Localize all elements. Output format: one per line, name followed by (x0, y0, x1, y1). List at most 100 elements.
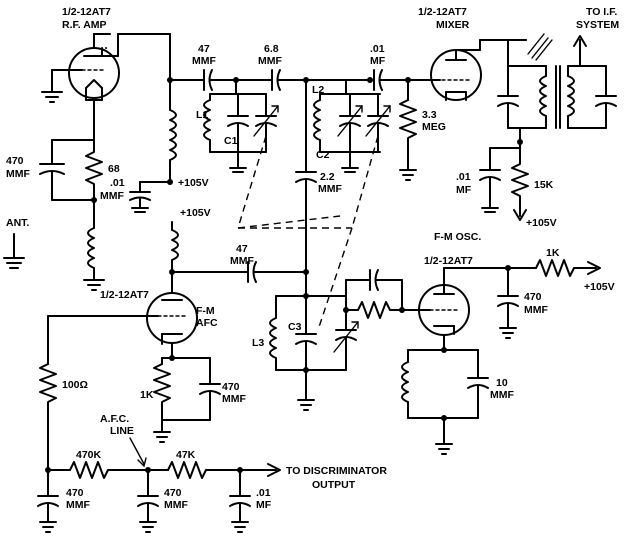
c470-a-unit: MMF (66, 499, 90, 511)
r100-label: 100Ω (62, 379, 88, 391)
rf-grid-ground (41, 69, 75, 103)
ant-label: ANT. (6, 217, 29, 229)
mixer-plate-resistor-15k (511, 155, 529, 221)
rf-amp-label: R.F. AMP (62, 19, 107, 31)
osc-tube (418, 284, 470, 351)
coupling-cap-47 (189, 69, 237, 91)
coupling-cap-01 (369, 69, 409, 91)
l1-label: L1 (196, 109, 208, 121)
to-discriminator-arrow (239, 463, 281, 477)
osc-title-label: F-M OSC. (434, 231, 481, 243)
osc-tank-ground (297, 369, 315, 411)
mixer-tube-label: 1/2-12AT7 (418, 6, 467, 18)
coupling-cap-2-2 (295, 79, 317, 273)
c47-afc-unit: MMF (230, 255, 254, 267)
mixer-grid-resistor-3-3meg (399, 79, 417, 181)
rf-bypass-cap-01 (129, 181, 151, 213)
r33-unit: MEG (422, 121, 446, 133)
c01-mix-val: .01 (456, 171, 471, 183)
l1-c1-tank (203, 79, 279, 173)
c470-afc-val: 470 (222, 381, 240, 393)
to-disc-label-2: OUTPUT (312, 479, 356, 491)
rf-cathode-cap-470 (39, 139, 65, 201)
to-if-label-1: TO I.F. (586, 6, 617, 18)
afc-tube-label: 1/2-12AT7 (100, 289, 149, 301)
mixer-label: MIXER (436, 19, 470, 31)
c47-unit: MMF (192, 55, 216, 67)
c470-b-unit: MMF (164, 499, 188, 511)
afc-filter-resistor-470k (47, 461, 149, 479)
osc-tube-label: 1/2-12AT7 (424, 255, 473, 267)
b105-mix-label: +105V (526, 217, 557, 229)
c10-val: 10 (496, 377, 508, 389)
c47-val: 47 (198, 43, 210, 55)
b105-osc-label: +105V (584, 281, 615, 293)
afc-cathode-cap-470 (199, 357, 221, 421)
mixer-bypass-cap-01 (479, 147, 501, 213)
r1k-osc-label: 1K (546, 247, 560, 259)
c22-val: 2.2 (320, 171, 335, 183)
afc-coupling-cap-47 (171, 261, 307, 283)
afc-grid-resistor-100 (39, 363, 57, 471)
c47-afc-val: 47 (236, 243, 248, 255)
to-if-arrow (573, 35, 587, 47)
antenna-coil (83, 199, 105, 291)
osc-plate-resistor-1k (531, 259, 601, 277)
coupling-cap-6-8 (235, 69, 307, 91)
l3-c3-osc-tank (269, 295, 359, 371)
rf-amp-tube (68, 33, 120, 101)
r47k-label: 47K (176, 449, 196, 461)
shunt-cap-470-b (137, 469, 159, 533)
rf-tube-label: 1/2-12AT7 (62, 6, 111, 18)
c68-unit: MMF (258, 55, 282, 67)
afc-ground (153, 419, 171, 443)
c01-val: .01 (370, 43, 385, 55)
afc-filter-resistor-47k (147, 461, 241, 479)
r1k-afc-label: 1K (140, 389, 154, 401)
b105-rf-label: +105V (178, 177, 209, 189)
r15k-label: 15K (534, 179, 554, 191)
r33-val: 3.3 (422, 109, 437, 121)
to-if-label-2: SYSTEM (576, 19, 619, 31)
c3-label: C3 (288, 321, 302, 333)
osc-grid-resistor (345, 301, 403, 319)
c01-rf-unit: MMF (100, 190, 124, 202)
c68-val: 6.8 (264, 43, 279, 55)
c1-label: C1 (224, 135, 238, 147)
afc-line-label-2: LINE (110, 425, 134, 437)
l2-label: L2 (312, 84, 324, 96)
c01-mix-unit: MF (456, 184, 472, 196)
r470k-label: 470K (76, 449, 102, 461)
osc-cathode-tank (401, 349, 489, 455)
c01-out-unit: MF (256, 499, 272, 511)
c470-afc-unit: MMF (222, 393, 246, 405)
afc-cathode-resistor-1k (153, 363, 171, 421)
if-transformer-primary (479, 33, 553, 129)
rf-cathode-resistor-68 (85, 139, 103, 201)
shunt-cap-470-a (37, 469, 59, 533)
c22-unit: MMF (318, 183, 342, 195)
afc-afc-label: AFC (196, 317, 218, 329)
r68-label: 68 (108, 163, 120, 175)
c470-a-val: 470 (66, 487, 84, 499)
osc-bypass-cap-470 (497, 267, 519, 339)
c470-osc-val: 470 (524, 291, 542, 303)
c470-osc-unit: MMF (524, 304, 548, 316)
b105-afc-label: +105V (180, 207, 211, 219)
osc-feedback-cap (345, 269, 403, 311)
c10-unit: MMF (490, 389, 514, 401)
rf-plate-coil (169, 79, 177, 183)
c2-label: C2 (316, 149, 330, 161)
antenna-ground-symbol (3, 233, 25, 269)
if-transformer-secondary (555, 39, 617, 129)
c01-rf-val: .01 (110, 177, 125, 189)
afc-tube (145, 292, 198, 359)
to-disc-label-1: TO DISCRIMINATOR (286, 465, 387, 477)
shunt-cap-01-out (229, 469, 251, 533)
afc-line-label-1: A.F.C. (100, 413, 129, 425)
c470-b-val: 470 (164, 487, 182, 499)
c01-unit: MF (370, 55, 386, 67)
c01-out-val: .01 (256, 487, 271, 499)
gang-tuning-linkage (237, 135, 379, 331)
c470-rf-unit: MMF (6, 168, 30, 180)
